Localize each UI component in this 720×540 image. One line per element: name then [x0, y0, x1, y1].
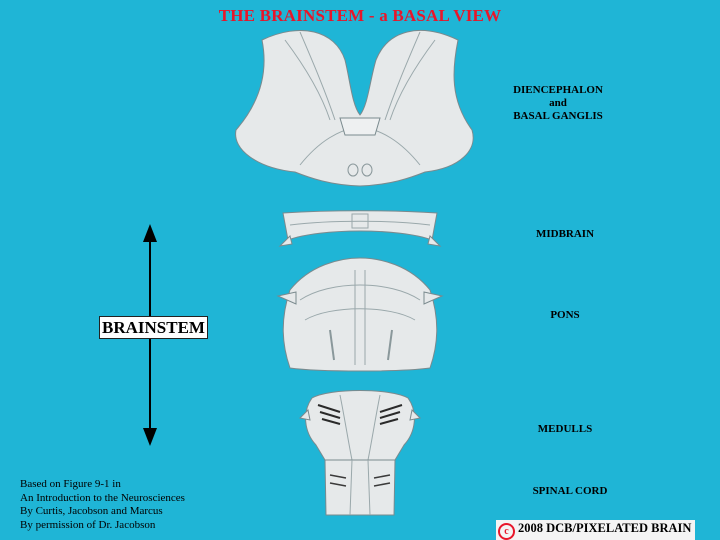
label-medulla: MEDULLS: [537, 423, 593, 435]
credit-line: By Curtis, Jacobson and Marcus: [20, 505, 163, 518]
brainstem-label: BRAINSTEM: [99, 316, 208, 339]
pons-shape: [276, 257, 444, 372]
label-spinal-cord: SPINAL CORD: [532, 485, 608, 497]
diencephalon-shape: [235, 29, 474, 187]
credit-line: An Introduction to the Neurosciences: [20, 491, 185, 504]
label-midbrain: MIDBRAIN: [535, 228, 595, 240]
credit-line: Based on Figure 9-1 in: [20, 478, 121, 490]
page-title: THE BRAINSTEM - a BASAL VIEW: [218, 6, 502, 25]
midbrain-shape: [278, 210, 442, 247]
figure-credit: Based on Figure 9-1 in An Introduction t…: [20, 478, 185, 532]
credit-line: By permission of Dr. Jacobson: [20, 518, 156, 531]
label-diencephalon: DIENCEPHALON and BASAL GANGLIS: [513, 84, 603, 122]
copyright-icon: c: [498, 523, 515, 540]
spinal-cord-shape: [324, 459, 396, 516]
medulla-shape: [298, 390, 422, 461]
copyright-text: 2008 DCB/PIXELATED BRAIN: [518, 521, 692, 535]
label-pons: PONS: [550, 309, 580, 321]
